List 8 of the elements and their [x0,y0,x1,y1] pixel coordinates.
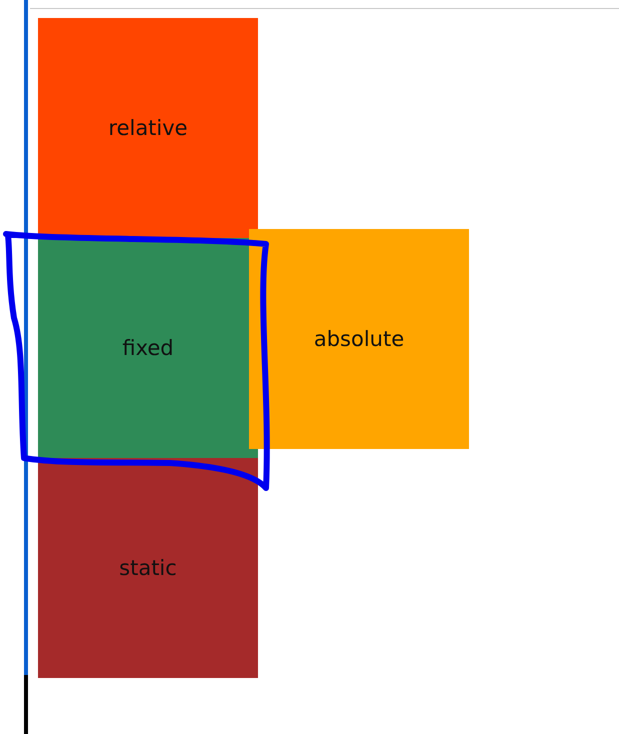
box-label: static [119,556,177,580]
box-label: relative [108,116,188,140]
box-label: absolute [314,327,404,351]
colored-box [38,238,258,458]
colored-box [38,458,258,678]
colored-box [249,229,469,449]
box-label: fixed [122,336,174,360]
colored-box [38,18,258,238]
